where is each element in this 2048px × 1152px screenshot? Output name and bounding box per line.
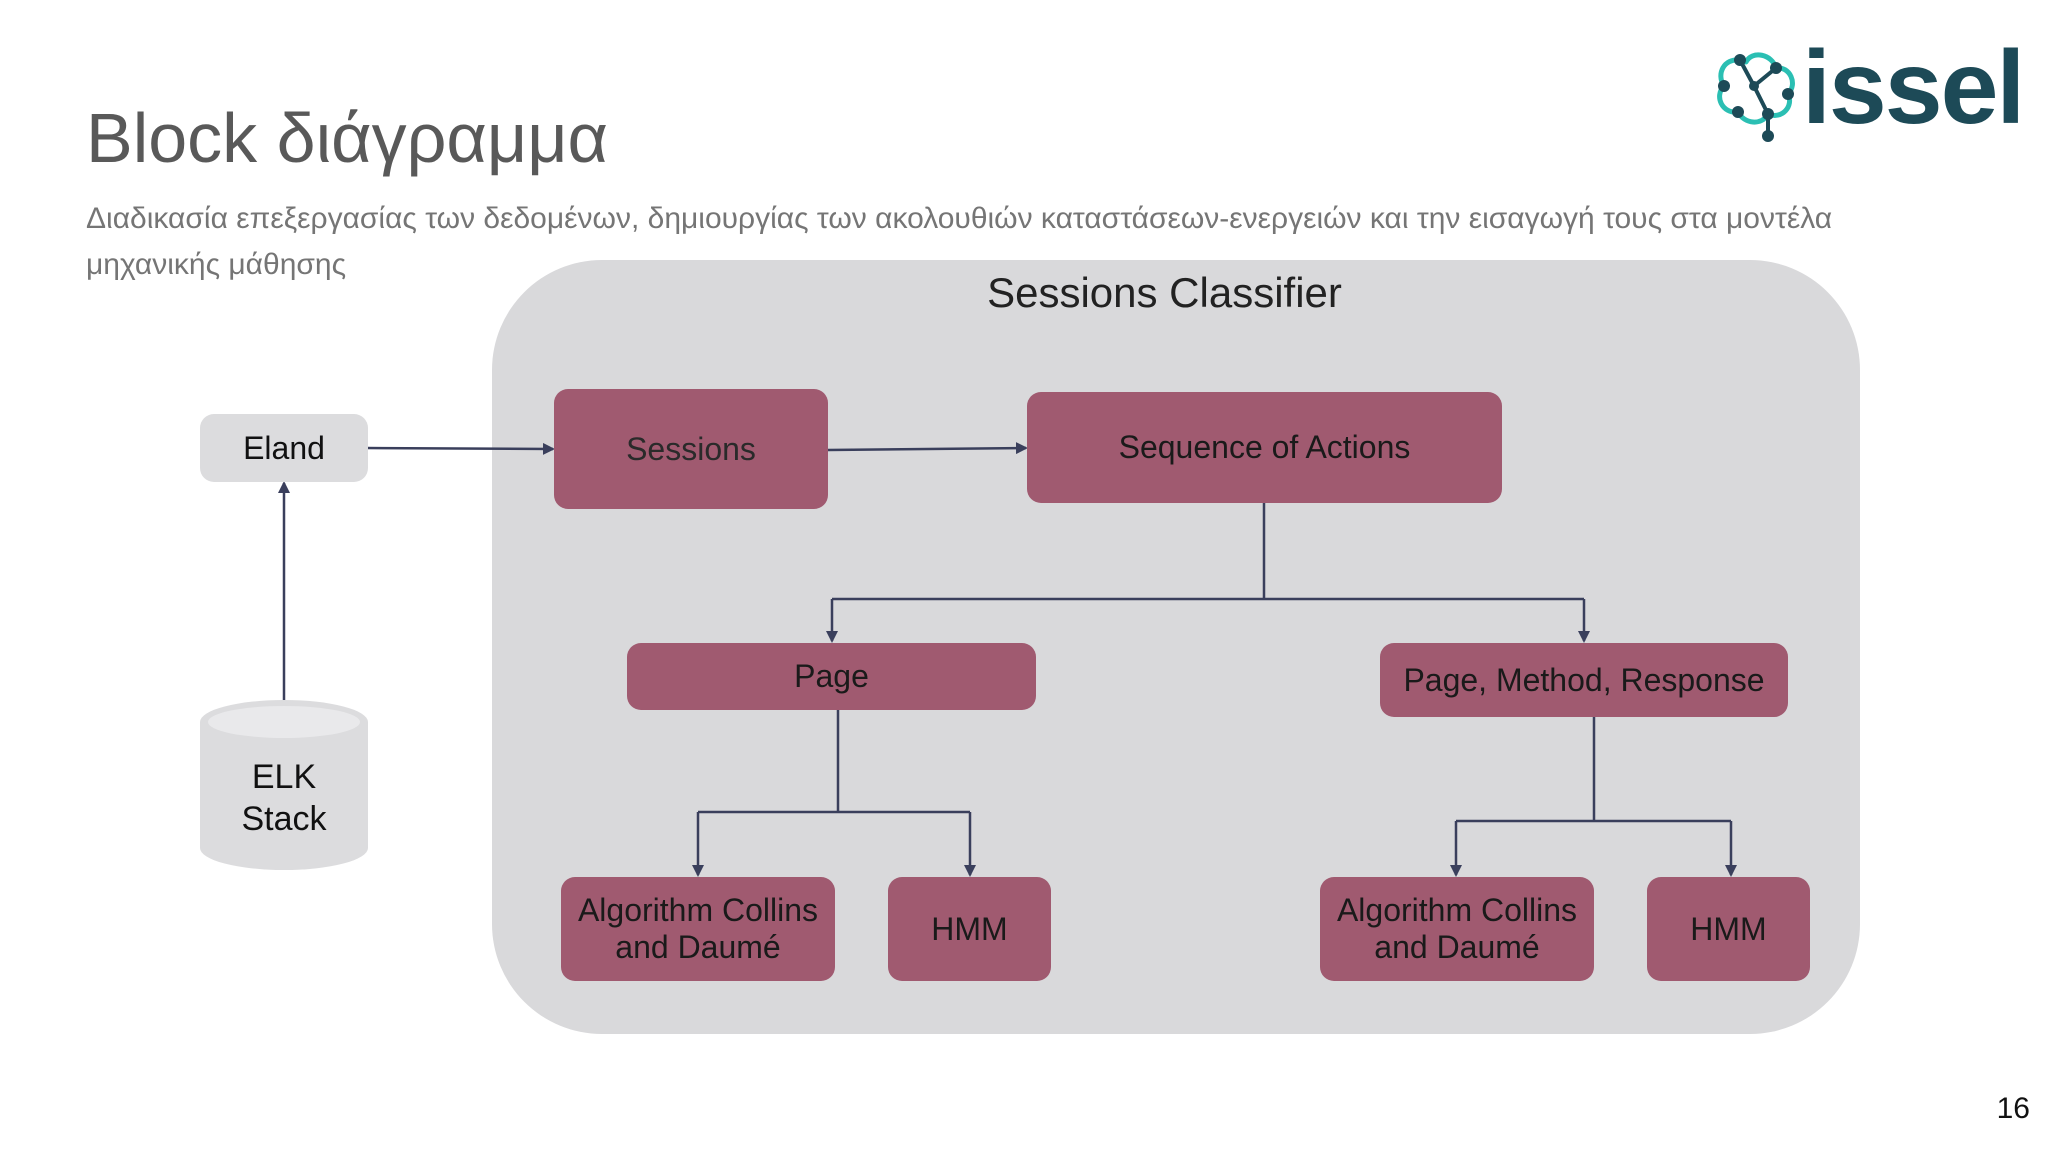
algo-left-line2: and Daumé — [615, 929, 781, 965]
algorithm-collins-daume-node-left: Algorithm Collins and Daumé — [561, 877, 835, 981]
algo-left-line1: Algorithm Collins — [577, 892, 819, 929]
elk-stack-label: ELK Stack — [200, 756, 368, 840]
page-number: 16 — [1996, 1092, 2030, 1125]
algo-right-line1: Algorithm Collins — [1336, 892, 1578, 929]
slide-title: Block διάγραμμα — [86, 99, 609, 177]
hmm-node-left: HMM — [888, 877, 1051, 981]
elk-stack-cylinder — [200, 700, 368, 870]
elk-stack-label-line1: ELK — [251, 758, 317, 796]
slide-subtitle: Διαδικασία επεξεργασίας των δεδομένων, δ… — [86, 202, 1833, 281]
page-method-response-node: Page, Method, Response — [1380, 643, 1788, 717]
sessions-classifier-label: Sessions Classifier — [987, 269, 1342, 316]
issel-logo: issel — [1710, 30, 2025, 150]
algo-right-line2: and Daumé — [1374, 929, 1540, 965]
logo-text: issel — [1802, 30, 2025, 146]
sessions-node: Sessions — [554, 389, 828, 509]
brain-network-icon — [1717, 52, 1795, 142]
algorithm-collins-daume-node-right: Algorithm Collins and Daumé — [1320, 877, 1594, 981]
sequence-of-actions-node: Sequence of Actions — [1027, 392, 1502, 503]
elk-stack-label-line2: Stack — [241, 800, 327, 838]
page-node: Page — [627, 643, 1036, 710]
eland-node: Eland — [200, 414, 368, 482]
hmm-node-right: HMM — [1647, 877, 1810, 981]
